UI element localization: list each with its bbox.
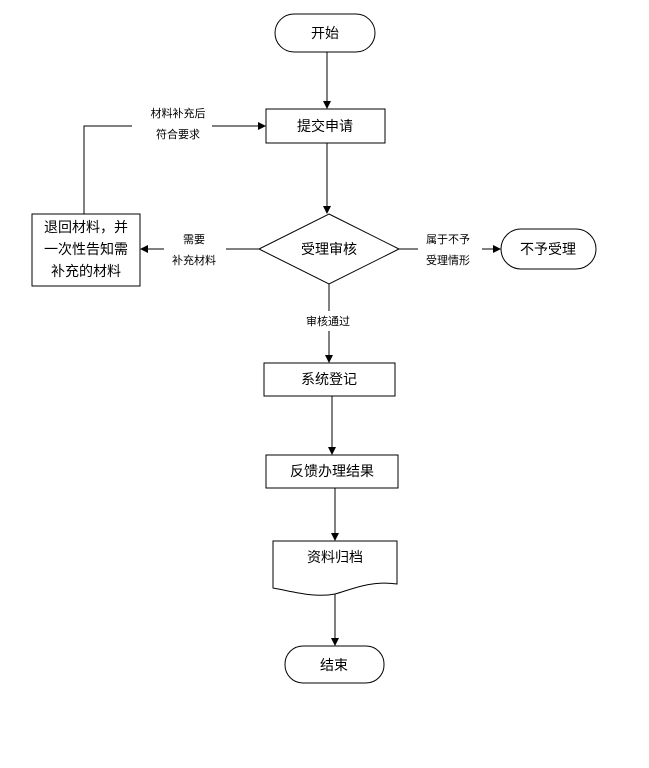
need-label-line1: 需要: [183, 233, 205, 246]
reject-label: 不予受理: [520, 242, 576, 258]
reject-edge-label-line1: 属于不予: [426, 233, 470, 246]
pass-label: 审核通过: [306, 314, 350, 328]
register-label: 系统登记: [301, 372, 357, 388]
feedback-label: 反馈办理结果: [290, 464, 374, 480]
archive-label: 资料归档: [307, 549, 363, 566]
reject-node: [500, 228, 597, 270]
need-label-line2: 补充材料: [172, 253, 216, 267]
review-label: 受理审核: [301, 242, 357, 258]
submit-label: 提交申请: [297, 118, 353, 135]
feedback-node: [265, 454, 399, 489]
start-node: [274, 13, 376, 53]
return-label-line2: 一次性告知需: [44, 241, 128, 258]
resubmit-label-line2: 符合要求: [156, 127, 200, 141]
archive-node: [272, 540, 398, 596]
return-label-line1: 退回材料，并: [44, 220, 128, 236]
resubmit-label-line1: 材料补充后: [151, 106, 206, 120]
end-node: [284, 645, 385, 684]
return-label-line3: 补充的材料: [51, 264, 121, 280]
submit-node: [265, 108, 386, 144]
end-label: 结束: [320, 658, 348, 674]
reject-edge-label-line2: 受理情形: [426, 254, 470, 267]
register-node: [263, 362, 396, 397]
start-label: 开始: [311, 26, 339, 42]
